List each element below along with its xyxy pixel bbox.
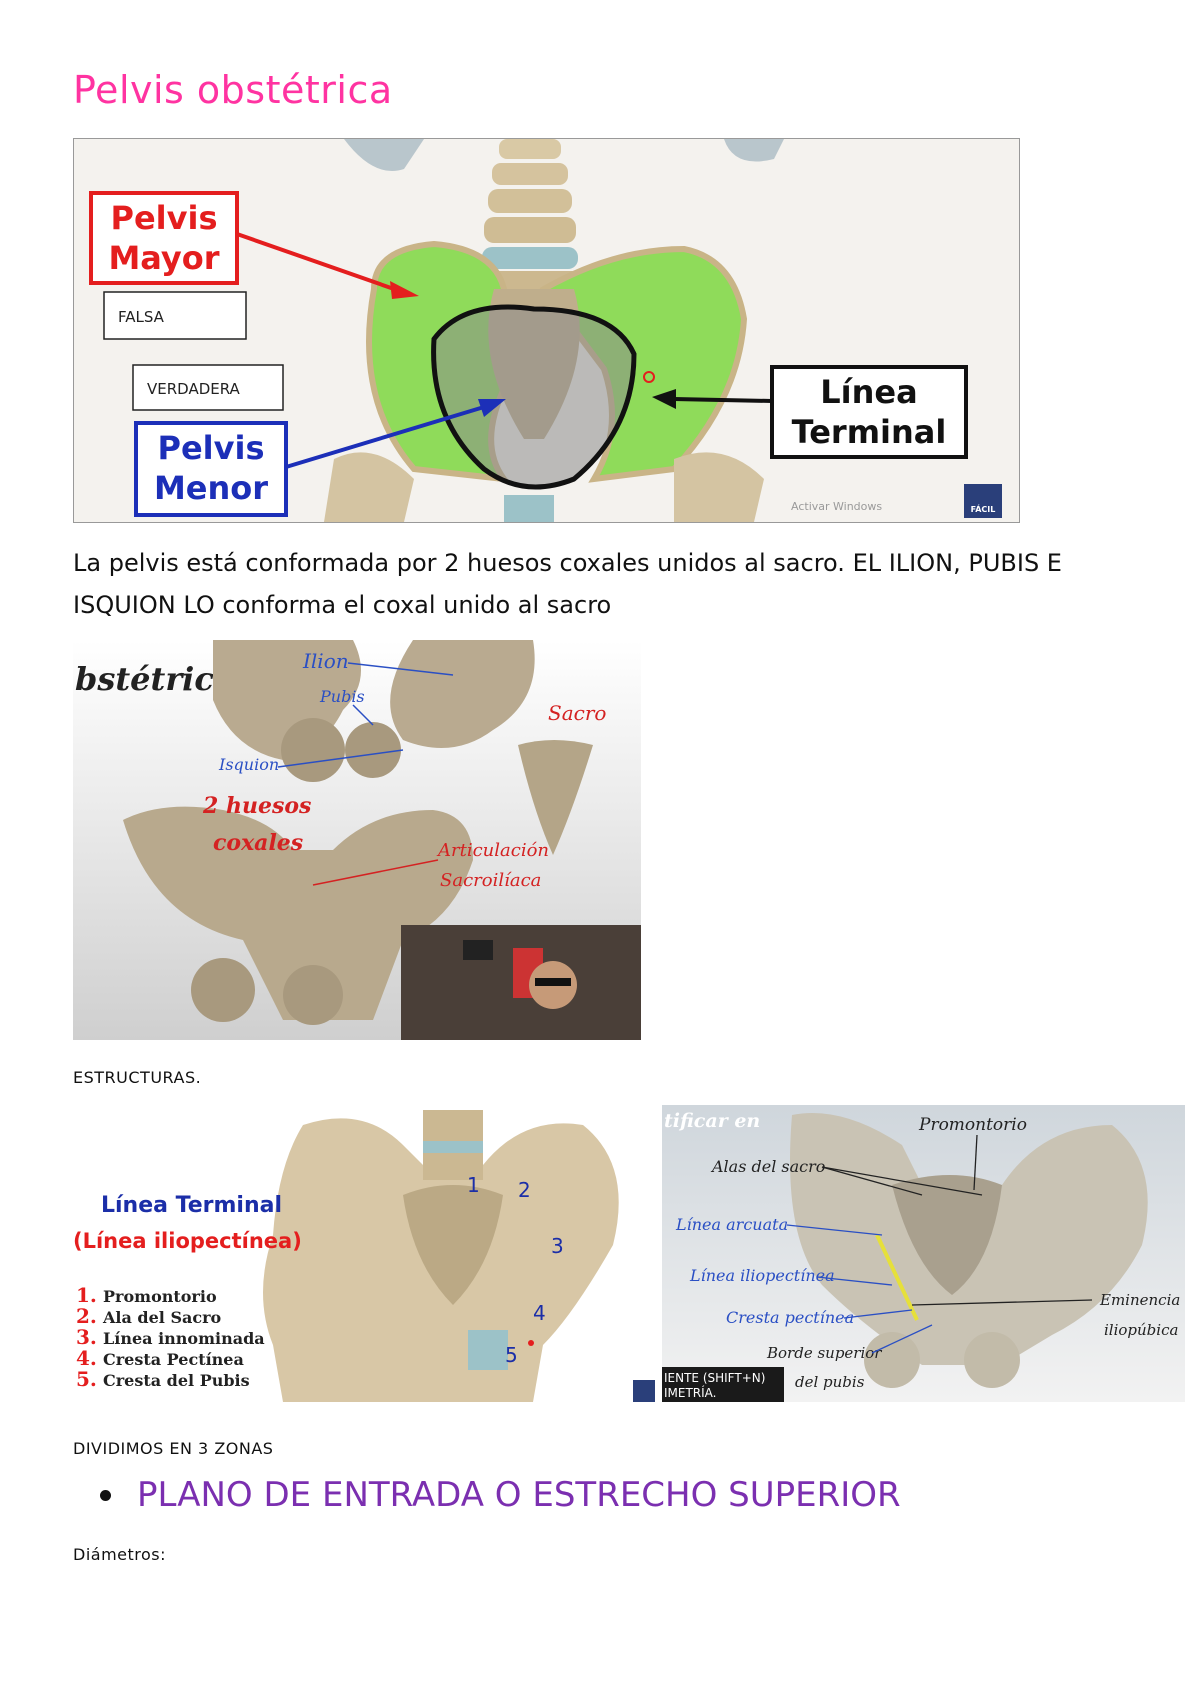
label-huesos-2: coxales bbox=[213, 830, 303, 856]
header-obstetrica: bstétrica bbox=[75, 660, 235, 698]
bullet-text: PLANO DE ENTRADA O ESTRECHO SUPERIOR bbox=[137, 1475, 901, 1515]
watermark-text: Activar Windows bbox=[791, 500, 882, 513]
estructuras-label: ESTRUCTURAS. bbox=[73, 1068, 202, 1087]
label-sacro: Sacro bbox=[548, 701, 606, 725]
fig3-num-1: 1. bbox=[76, 1283, 97, 1307]
label-eminencia-1: Eminencia bbox=[1099, 1291, 1180, 1309]
fig3-item-4: Cresta Pectínea bbox=[103, 1350, 244, 1369]
fig3-num-2: 2. bbox=[76, 1304, 97, 1328]
bullet-dot bbox=[100, 1489, 111, 1501]
marker-5: 5 bbox=[505, 1343, 518, 1367]
fig3-list: 1. Promontorio 2. Ala del Sacro 3. Línea… bbox=[76, 1283, 265, 1391]
pelvis-diagram-3: Línea Terminal (Línea iliopectínea) 1. P… bbox=[73, 1105, 655, 1402]
fig3-item-2: Ala del Sacro bbox=[102, 1308, 222, 1327]
label-articulacion-2: Sacroilíaca bbox=[440, 870, 541, 891]
intro-paragraph: La pelvis está conformada por 2 huesos c… bbox=[73, 549, 1062, 619]
label-borde-superior-2: del pubis bbox=[795, 1373, 865, 1391]
fig4-header: tificar en bbox=[664, 1110, 760, 1132]
label-borde-superior-1: Borde superior bbox=[766, 1344, 882, 1362]
pelvis-diagram-1: Pelvis Mayor FALSA VERDADERA Pelvis Meno… bbox=[74, 139, 1019, 522]
marker-3: 3 bbox=[551, 1234, 564, 1258]
figure-pelvis-mayor-menor: Pelvis Mayor FALSA VERDADERA Pelvis Meno… bbox=[73, 138, 1020, 523]
marker-2: 2 bbox=[518, 1178, 531, 1202]
label-linea-terminal-2: Terminal bbox=[792, 413, 947, 451]
fig3-num-4: 4. bbox=[76, 1346, 97, 1370]
fig3-title-1: Línea Terminal bbox=[101, 1193, 282, 1218]
fig3-item-1: Promontorio bbox=[103, 1287, 217, 1306]
label-linea-terminal-1: Línea bbox=[820, 373, 917, 411]
label-huesos-1: 2 huesos bbox=[202, 793, 311, 819]
label-pelvis-menor-2: Menor bbox=[154, 469, 268, 507]
label-eminencia-2: iliopúbica bbox=[1104, 1321, 1178, 1339]
bar-text-2: IMETRÍA. bbox=[664, 1385, 717, 1400]
label-pubis: Pubis bbox=[319, 687, 365, 706]
fig3-title-2: (Línea iliopectínea) bbox=[73, 1229, 302, 1253]
label-pelvis-mayor-1: Pelvis bbox=[111, 199, 218, 237]
bar-text-1: IENTE (SHIFT+N) bbox=[664, 1371, 765, 1385]
label-pelvis-mayor-2: Mayor bbox=[108, 239, 219, 277]
label-linea-arcuata: Línea arcuata bbox=[675, 1215, 788, 1234]
logo-facil: FÁCIL bbox=[971, 503, 996, 514]
bullet-item: PLANO DE ENTRADA O ESTRECHO SUPERIOR bbox=[100, 1475, 901, 1515]
figure-promontorio: tificar en Promontorio Alas del sacro Lí… bbox=[662, 1105, 1185, 1402]
label-pelvis-menor-1: Pelvis bbox=[158, 429, 265, 467]
fig3-num-3: 3. bbox=[76, 1325, 97, 1349]
label-verdadera: VERDADERA bbox=[147, 380, 241, 398]
page-title: Pelvis obstétrica bbox=[73, 68, 393, 112]
label-articulacion-1: Articulación bbox=[436, 840, 549, 861]
marker-1: 1 bbox=[467, 1173, 480, 1197]
dividimos-label: DIVIDIMOS EN 3 ZONAS bbox=[73, 1439, 274, 1458]
label-cresta-pectinea: Cresta pectínea bbox=[726, 1308, 854, 1327]
label-ilion: Ilion bbox=[302, 649, 349, 673]
fig3-item-3: Línea innominada bbox=[103, 1329, 265, 1348]
pelvis-diagram-2: bstétrica Ilion Pubis Isquion Sacro 2 hu… bbox=[73, 640, 641, 1040]
label-alas-del-sacro: Alas del sacro bbox=[710, 1157, 825, 1176]
marker-4: 4 bbox=[533, 1301, 546, 1325]
figure-linea-terminal: Línea Terminal (Línea iliopectínea) 1. P… bbox=[73, 1105, 655, 1402]
fig3-item-5: Cresta del Pubis bbox=[103, 1371, 250, 1390]
diametros-label: Diámetros: bbox=[73, 1545, 167, 1564]
pelvis-diagram-4: tificar en Promontorio Alas del sacro Lí… bbox=[662, 1105, 1185, 1402]
label-falsa: FALSA bbox=[118, 308, 165, 326]
label-promontorio: Promontorio bbox=[918, 1115, 1027, 1135]
label-isquion: Isquion bbox=[218, 755, 279, 774]
figure-huesos-coxales: bstétrica Ilion Pubis Isquion Sacro 2 hu… bbox=[73, 640, 641, 1040]
label-linea-iliopectinea: Línea iliopectínea bbox=[689, 1266, 835, 1285]
fig3-num-5: 5. bbox=[76, 1367, 97, 1391]
